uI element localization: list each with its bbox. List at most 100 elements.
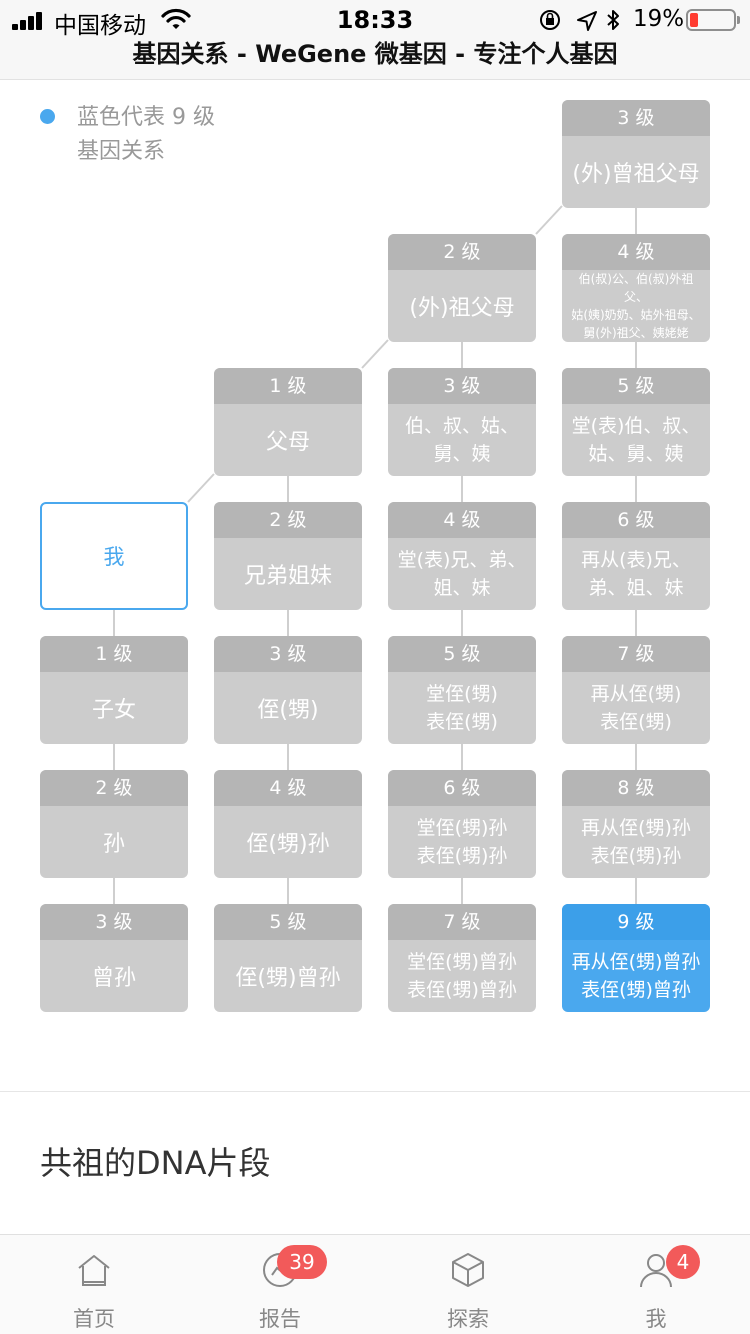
card-label: 侄(甥)孙 [246, 832, 330, 857]
card-label-line: 表侄(甥)曾孙 [407, 979, 517, 1001]
tab-me-label: 我 [645, 1307, 667, 1331]
card-label-line: 再从侄(甥) [590, 683, 682, 705]
clock-time: 18:33 [336, 6, 414, 34]
card-grandchildren[interactable]: 2 级 孙 [40, 770, 188, 878]
card-level: 1 级 [214, 368, 362, 404]
tab-home-label: 首页 [73, 1307, 115, 1331]
card-second-cousins-children[interactable]: 7 级 再从侄(甥) 表侄(甥) [562, 636, 710, 744]
status-icons [540, 10, 619, 31]
tab-report[interactable]: 39 报告 [200, 1235, 360, 1334]
card-label-line: 表侄(甥) [426, 711, 498, 733]
home-icon [78, 1255, 110, 1286]
card-level: 1 级 [40, 636, 188, 672]
tab-explore-label: 探索 [447, 1307, 489, 1331]
card-level: 9 级 [562, 904, 710, 940]
location-icon [577, 11, 597, 31]
card-great-grand-aunts-uncles[interactable]: 4 级 伯(叔)公、伯(叔)外祖父、 姑(姨)奶奶、姑外祖母、 舅(外)祖父、姨… [562, 234, 710, 342]
cube-icon [452, 1253, 484, 1287]
card-label: (外)祖父母 [409, 296, 515, 321]
tab-report-label: 报告 [259, 1307, 301, 1331]
card-level: 5 级 [562, 368, 710, 404]
wifi-icon [161, 8, 191, 29]
battery-percent: 19% [633, 6, 685, 32]
card-me[interactable]: 我 [40, 502, 188, 610]
tab-me[interactable]: 4 我 [576, 1235, 736, 1334]
card-level: 6 级 [562, 502, 710, 538]
card-label-line: 堂侄(甥)孙 [416, 817, 508, 839]
card-first-cousins-of-parents[interactable]: 5 级 堂(表)伯、叔、 姑、舅、姨 [562, 368, 710, 476]
card-level: 5 级 [214, 904, 362, 940]
card-label-line: 伯(叔)公、伯(叔)外祖父、 [578, 272, 694, 304]
card-level: 3 级 [388, 368, 536, 404]
card-first-cousins-great-grandchildren[interactable]: 7 级 堂侄(甥)曾孙 表侄(甥)曾孙 [388, 904, 536, 1012]
card-label-line: 表侄(甥)孙 [416, 845, 508, 867]
legend-line-1: 蓝色代表 9 级 [77, 105, 215, 130]
card-label-line: 表侄(甥)孙 [590, 845, 682, 867]
card-label-line: 姐、妹 [433, 577, 491, 599]
card-level: 5 级 [388, 636, 536, 672]
card-label: 兄弟姐妹 [243, 564, 332, 589]
card-level: 2 级 [388, 234, 536, 270]
card-label-line: 堂侄(甥)曾孙 [407, 951, 517, 973]
battery-icon [686, 9, 740, 31]
card-level: 3 级 [214, 636, 362, 672]
card-grand-nephews[interactable]: 4 级 侄(甥)孙 [214, 770, 362, 878]
section-divider [0, 1091, 750, 1092]
card-label-line: 堂(表)兄、弟、 [397, 549, 527, 571]
bluetooth-icon [607, 10, 619, 30]
card-label-line: 伯、叔、姑、 [404, 415, 519, 437]
card-aunts-uncles[interactable]: 3 级 伯、叔、姑、 舅、姨 [388, 368, 536, 476]
card-label-line: 表侄(甥)曾孙 [581, 979, 691, 1001]
me-badge: 4 [666, 1245, 700, 1279]
card-level: 8 级 [562, 770, 710, 806]
card-siblings[interactable]: 2 级 兄弟姐妹 [214, 502, 362, 610]
card-level: 3 级 [562, 100, 710, 136]
card-level: 7 级 [562, 636, 710, 672]
card-label: (外)曾祖父母 [572, 162, 700, 187]
card-level: 3 级 [40, 904, 188, 940]
section-title: 共祖的DNA片段 [40, 1144, 271, 1182]
signal-icon [12, 12, 46, 30]
card-first-cousins-children[interactable]: 5 级 堂侄(甥) 表侄(甥) [388, 636, 536, 744]
report-badge: 39 [277, 1245, 327, 1279]
card-label-line: 舅(外)祖父、姨姥姥 [583, 326, 689, 340]
user-icon [640, 1254, 672, 1288]
card-label-line: 姑(姨)奶奶、姑外祖母、 [571, 308, 701, 322]
card-level: 4 级 [388, 502, 536, 538]
carrier-name: 中国移动 [54, 13, 146, 39]
card-second-cousins[interactable]: 6 级 再从(表)兄、 弟、姐、妹 [562, 502, 710, 610]
card-children[interactable]: 1 级 子女 [40, 636, 188, 744]
tab-home[interactable]: 首页 [14, 1235, 174, 1334]
card-label: 侄(甥) [257, 698, 319, 723]
card-nephews[interactable]: 3 级 侄(甥) [214, 636, 362, 744]
tab-bar: 首页 39 报告 探索 4 我 [0, 1234, 750, 1334]
card-grandparents[interactable]: 2 级 (外)祖父母 [388, 234, 536, 342]
card-level: 4 级 [214, 770, 362, 806]
card-second-cousins-grandchildren[interactable]: 8 级 再从侄(甥)孙 表侄(甥)孙 [562, 770, 710, 878]
card-level: 4 级 [562, 234, 710, 270]
legend-dot [40, 109, 55, 124]
card-label-line: 堂侄(甥) [426, 683, 498, 705]
card-label: 孙 [102, 832, 125, 857]
legend-text: 蓝色代表 9 级 基因关系 [77, 101, 267, 169]
card-level: 6 级 [388, 770, 536, 806]
card-parents[interactable]: 1 级 父母 [214, 368, 362, 476]
card-label-line: 再从侄(甥)孙 [581, 817, 691, 839]
card-great-grandchildren[interactable]: 3 级 曾孙 [40, 904, 188, 1012]
card-great-grand-nephews[interactable]: 5 级 侄(甥)曾孙 [214, 904, 362, 1012]
card-great-grandparents[interactable]: 3 级 (外)曾祖父母 [562, 100, 710, 208]
card-label: 曾孙 [91, 966, 136, 991]
card-label-line: 再从(表)兄、 [581, 549, 691, 571]
card-label-line: 堂(表)伯、叔、 [571, 415, 701, 437]
legend-line-2: 基因关系 [77, 139, 166, 164]
card-label-line: 姑、舅、姨 [588, 443, 684, 465]
tab-explore[interactable]: 探索 [388, 1235, 548, 1334]
card-label-line: 再从侄(甥)曾孙 [571, 951, 701, 973]
card-label-line: 弟、姐、妹 [588, 577, 684, 599]
card-first-cousins-grandchildren[interactable]: 6 级 堂侄(甥)孙 表侄(甥)孙 [388, 770, 536, 878]
card-label: 子女 [91, 698, 136, 723]
card-first-cousins[interactable]: 4 级 堂(表)兄、弟、 姐、妹 [388, 502, 536, 610]
card-second-cousins-great-grandchildren[interactable]: 9 级 再从侄(甥)曾孙 表侄(甥)曾孙 [562, 904, 710, 1012]
status-bar: 中国移动 18:33 19% [0, 0, 750, 40]
card-level: 2 级 [214, 502, 362, 538]
